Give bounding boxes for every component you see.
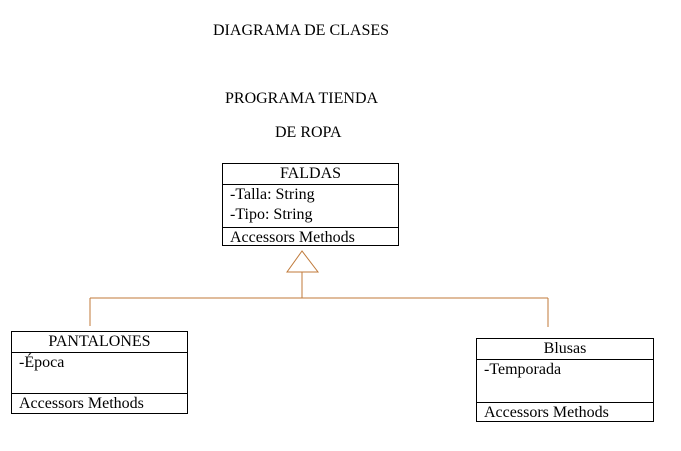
class-box-faldas: FALDAS -Talla: String -Tipo: String Acce… <box>222 163 399 246</box>
program-subtitle: DE ROPA <box>275 124 342 141</box>
class-box-blusas: Blusas -Temporada Accessors Methods <box>476 338 654 422</box>
diagram-title: DIAGRAMA DE CLASES <box>213 22 390 39</box>
class-methods-blusas: Accessors Methods <box>484 404 609 421</box>
attribute-talla: -Talla: String <box>230 186 315 203</box>
attribute-tipo: -Tipo: String <box>230 206 313 223</box>
class-name-blusas: Blusas <box>477 339 653 360</box>
attribute-epoca: -Época <box>19 354 65 371</box>
attribute-temporada: -Temporada <box>484 361 562 378</box>
class-attributes-pantalones: -Época <box>12 353 187 394</box>
inheritance-arrowhead <box>286 250 320 273</box>
class-name-faldas: FALDAS <box>223 164 398 185</box>
class-attributes-blusas: -Temporada <box>477 360 653 403</box>
class-name-pantalones: PANTALONES <box>12 332 187 353</box>
program-title: PROGRAMA TIENDA <box>225 90 379 107</box>
class-box-pantalones: PANTALONES -Época Accessors Methods <box>11 331 188 414</box>
class-methods-faldas: Accessors Methods <box>230 229 355 246</box>
class-methods-pantalones: Accessors Methods <box>19 395 144 412</box>
class-attributes-faldas: -Talla: String -Tipo: String <box>223 185 398 228</box>
